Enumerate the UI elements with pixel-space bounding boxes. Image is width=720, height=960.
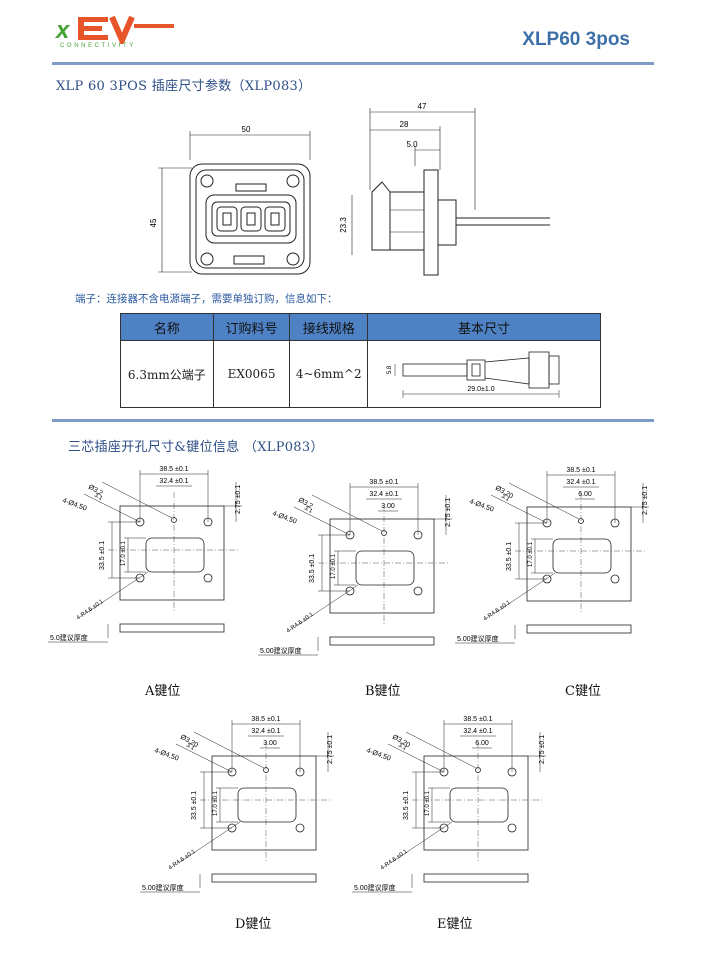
outer-height-dim: 33.5 ±0.1 bbox=[309, 554, 316, 583]
key-offset-dim: 6.00 bbox=[578, 491, 592, 498]
keying-label-a: A键位 bbox=[145, 684, 181, 699]
thickness-label: 5.00建议厚度 bbox=[260, 646, 302, 655]
corner-radius-dim: 4-R4.6 ±0.1 bbox=[76, 598, 106, 621]
front-height-dim: 45 bbox=[149, 218, 158, 227]
logo-subtext: CONNECTIVITY bbox=[60, 43, 136, 49]
cell-wire-spec: 4~6mm^2 bbox=[289, 340, 368, 408]
hole-pattern-dim: 4-Ø4.50 bbox=[271, 510, 297, 525]
key-offset-dim: 3.00 bbox=[381, 503, 395, 510]
keying-drawing-c: 38.5 ±0.1 32.4 ±0.1 6.00 2.75 ±0.1 33.5 … bbox=[455, 463, 660, 663]
keying-label-c: C键位 bbox=[565, 684, 601, 699]
right-height-dim: 2.75 ±0.1 bbox=[642, 486, 649, 515]
svg-text:x: x bbox=[54, 17, 71, 44]
side-view-drawing: 47 28 5.0 23.3 bbox=[339, 102, 550, 276]
section1-title: XLP 60 3POS 插座尺寸参数（XLP083） bbox=[56, 79, 312, 94]
front-width-dim: 50 bbox=[242, 125, 251, 134]
key-depth-dim: 3.1 bbox=[303, 506, 314, 516]
terminal-drawing: 5.8 29.0±1.0 bbox=[387, 351, 560, 398]
side-depth-dim: 28 bbox=[400, 120, 409, 129]
keying-drawing-d: 38.5 ±0.1 32.4 ±0.1 3.00 2.75 ±0.1 33.5 … bbox=[140, 712, 345, 912]
outer-width-dim: 38.5 ±0.1 bbox=[159, 466, 188, 473]
keying-drawing-a: 38.5 ±0.1 32.4 ±0.1 2.75 ±0.1 33.5 ±0.1 … bbox=[48, 462, 253, 662]
header-wire-spec: 接线规格 bbox=[289, 313, 368, 341]
right-height-dim: 2.75 ±0.1 bbox=[327, 735, 334, 764]
outer-height-dim: 33.5 ±0.1 bbox=[191, 791, 198, 820]
inner-width-dim: 32.4 ±0.1 bbox=[463, 728, 492, 735]
hole-pattern-dim: 4-Ø4.50 bbox=[468, 498, 494, 513]
cell-part-no: EX0065 bbox=[212, 340, 291, 408]
corner-radius-dim: 4-R4.6 ±0.1 bbox=[380, 848, 410, 871]
keying-label-d: D键位 bbox=[235, 917, 272, 932]
key-depth-dim: 3.1 bbox=[397, 743, 408, 753]
terminal-height-dim: 5.8 bbox=[387, 365, 393, 374]
inner-width-dim: 32.4 ±0.1 bbox=[159, 478, 188, 485]
header-basic-dimensions: 基本尺寸 bbox=[367, 313, 601, 341]
inner-height-dim: 17.0 ±0.1 bbox=[528, 541, 534, 567]
keying-drawing-b: 38.5 ±0.1 32.4 ±0.1 3.00 2.75 ±0.1 33.5 … bbox=[258, 475, 463, 675]
outer-height-dim: 33.5 ±0.1 bbox=[99, 541, 106, 570]
terminal-length-dim: 29.0±1.0 bbox=[467, 386, 494, 393]
outer-width-dim: 38.5 ±0.1 bbox=[251, 716, 280, 723]
side-overall-dim: 47 bbox=[418, 102, 427, 111]
header-part-no: 订购料号 bbox=[212, 313, 291, 341]
company-logo: x CONNECTIVITY bbox=[52, 12, 182, 54]
corner-radius-dim: 4-R4.6 ±0.1 bbox=[168, 848, 198, 871]
thickness-label: 5.00建议厚度 bbox=[457, 634, 499, 643]
key-depth-dim: 3.1 bbox=[93, 493, 104, 503]
document-title: XLP60 3pos bbox=[522, 29, 630, 50]
right-height-dim: 2.75 ±0.1 bbox=[445, 498, 452, 527]
inner-height-dim: 17.0 ±0.1 bbox=[425, 790, 431, 816]
outer-width-dim: 38.5 ±0.1 bbox=[463, 716, 492, 723]
section2-title: 三芯插座开孔尺寸&键位信息 （XLP083） bbox=[68, 440, 324, 455]
thickness-label: 5.0建议厚度 bbox=[50, 633, 88, 642]
keying-drawing-e: 38.5 ±0.1 32.4 ±0.1 6.00 2.75 ±0.1 33.5 … bbox=[352, 712, 557, 912]
keying-label-b: B键位 bbox=[365, 684, 401, 699]
hole-pattern-dim: 4-Ø4.50 bbox=[365, 747, 391, 762]
outer-width-dim: 38.5 ±0.1 bbox=[566, 467, 595, 474]
key-offset-dim: 6.00 bbox=[475, 740, 489, 747]
inner-height-dim: 17.0 ±0.1 bbox=[121, 540, 127, 566]
outer-height-dim: 33.5 ±0.1 bbox=[403, 791, 410, 820]
inner-height-dim: 17.0 ±0.1 bbox=[213, 790, 219, 816]
cell-terminal-drawing: 5.8 29.0±1.0 bbox=[367, 340, 601, 408]
key-depth-dim: 3.1 bbox=[185, 743, 196, 753]
front-view-drawing: 50 45 bbox=[149, 125, 311, 275]
cell-name: 6.3mm公端子 bbox=[120, 340, 214, 408]
thickness-label: 5.00建议厚度 bbox=[354, 883, 396, 892]
right-height-dim: 2.75 ±0.1 bbox=[539, 735, 546, 764]
terminal-table: 名称 订购料号 接线规格 基本尺寸 6.3mm公端子 EX0065 4~6mm^… bbox=[120, 313, 601, 408]
thickness-label: 5.00建议厚度 bbox=[142, 883, 184, 892]
hole-pattern-dim: 4-Ø4.50 bbox=[153, 747, 179, 762]
inner-width-dim: 32.4 ±0.1 bbox=[251, 728, 280, 735]
key-offset-dim: 3.00 bbox=[263, 740, 277, 747]
corner-radius-dim: 4-R4.6 ±0.1 bbox=[286, 611, 316, 634]
side-flange-dim: 5.0 bbox=[406, 140, 418, 149]
key-depth-dim: 3.1 bbox=[500, 494, 511, 504]
section-rule bbox=[52, 419, 654, 422]
side-height-dim: 23.3 bbox=[339, 217, 348, 233]
inner-width-dim: 32.4 ±0.1 bbox=[369, 491, 398, 498]
header-name: 名称 bbox=[120, 313, 214, 341]
right-height-dim: 2.75 ±0.1 bbox=[235, 485, 242, 514]
outer-height-dim: 33.5 ±0.1 bbox=[506, 542, 513, 571]
header-rule bbox=[52, 62, 654, 65]
hole-pattern-dim: 4-Ø4.50 bbox=[61, 497, 87, 512]
keying-label-e: E键位 bbox=[437, 917, 473, 932]
table-row: 6.3mm公端子 EX0065 4~6mm^2 bbox=[120, 340, 601, 408]
corner-radius-dim: 4-R4.6 ±0.1 bbox=[483, 599, 513, 622]
outer-width-dim: 38.5 ±0.1 bbox=[369, 479, 398, 486]
inner-width-dim: 32.4 ±0.1 bbox=[566, 479, 595, 486]
inner-height-dim: 17.0 ±0.1 bbox=[331, 553, 337, 579]
terminal-note: 端子：连接器不含电源端子，需要单独订购，信息如下： bbox=[75, 293, 338, 305]
table-header-row: 名称 订购料号 接线规格 基本尺寸 bbox=[120, 313, 601, 341]
